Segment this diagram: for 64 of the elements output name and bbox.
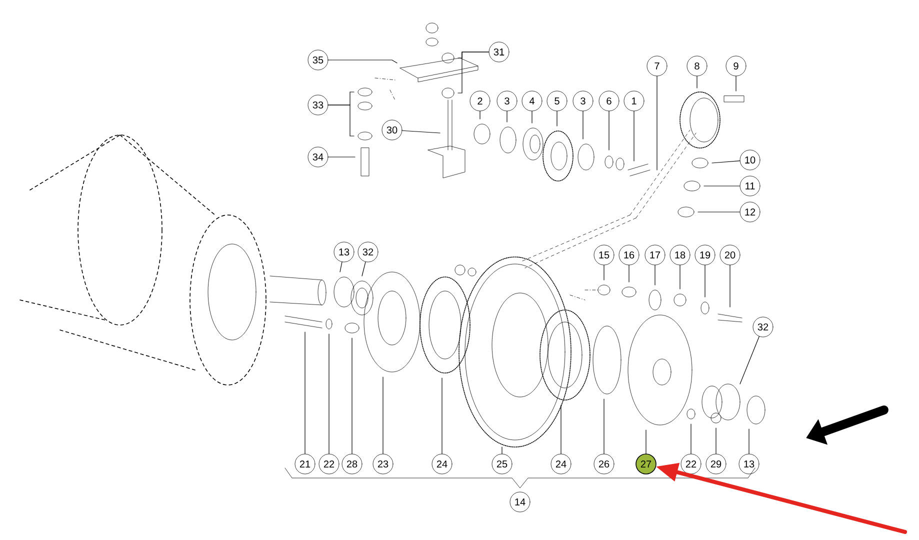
callout-number: 26 [594,454,614,474]
callout-number: 7 [646,56,668,76]
callout-number: 17 [644,244,666,266]
callout-number: 14 [510,492,530,512]
leader-line [690,424,692,454]
leader-line [328,334,330,454]
leader-line [712,160,740,164]
callout-number: 19 [694,244,716,266]
leader-line [656,76,658,170]
callout-number: 20 [720,244,740,266]
leader-line [506,110,508,122]
callout-number: 15 [594,244,614,266]
callout-number: 32 [752,316,774,338]
callout-number: 33 [308,94,328,116]
leader-line [304,332,306,454]
callout-number: 30 [382,120,402,140]
callout-number: 10 [740,150,760,170]
leader-line [748,428,750,454]
leader-line [362,262,366,276]
callout-number: 28 [342,454,362,474]
callout-number: 21 [294,454,316,474]
leader-line [740,336,760,384]
callout-number: 16 [618,244,640,266]
callout-number: 25 [492,454,512,474]
leader-line [328,156,356,158]
callout-number: 5 [546,90,568,112]
leader-line [628,264,630,282]
leader-line [704,264,706,298]
callout-number: 2 [470,90,490,112]
callout-number: 23 [372,454,394,474]
callout-number: 22 [318,454,340,474]
callout-number: 9 [726,56,746,76]
callout-number: 12 [740,202,760,222]
callout-number: 11 [740,176,760,196]
callout-number: 3 [496,90,518,112]
callout-number: 24 [432,454,452,474]
leader-line [402,130,440,134]
leader-line [560,404,562,454]
callout-number: 1 [624,90,644,112]
leader-line [458,52,490,94]
leader-line [696,76,698,88]
leader-line [608,110,610,150]
leader-line [328,60,398,64]
leader-line [556,110,558,126]
leader-line [340,262,342,272]
callout-number: 22 [680,454,702,474]
leader-line [582,110,584,140]
callout-number: 4 [522,90,542,112]
callout-number: 13 [334,242,354,262]
callout-number: 35 [308,50,328,70]
callout-number: 31 [488,42,510,62]
callout-number: 13 [738,454,760,474]
leader-line [328,104,354,136]
callout-number: 18 [670,244,690,266]
leader-line [382,376,384,454]
callout-number: 3 [572,90,594,112]
callout-number: 8 [686,56,708,76]
callout-number: 27 [636,454,656,474]
callout-number: 32 [358,242,378,262]
callout-number: 34 [308,146,328,168]
leader-line [654,264,656,286]
callout-number: 24 [550,454,572,474]
callout-number: 29 [706,454,726,474]
callout-number: 6 [598,90,620,112]
